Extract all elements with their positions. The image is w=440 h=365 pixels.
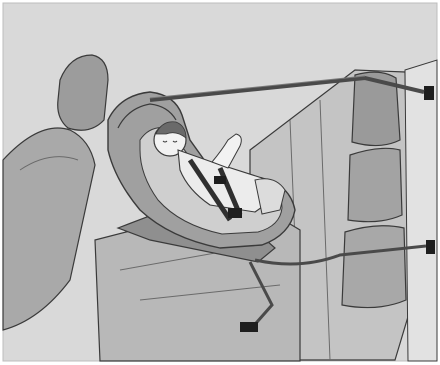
top-tether-anchor: [424, 86, 434, 100]
harness-buckle: [228, 208, 242, 218]
rear-trunk-panel: [405, 60, 437, 361]
seatback-cushion-middle: [348, 148, 402, 221]
lower-anchor-connector: [240, 322, 258, 332]
harness-chest-clip: [214, 176, 226, 184]
lower-anchor-right: [426, 240, 435, 254]
seatback-cushion-lower: [342, 226, 406, 308]
